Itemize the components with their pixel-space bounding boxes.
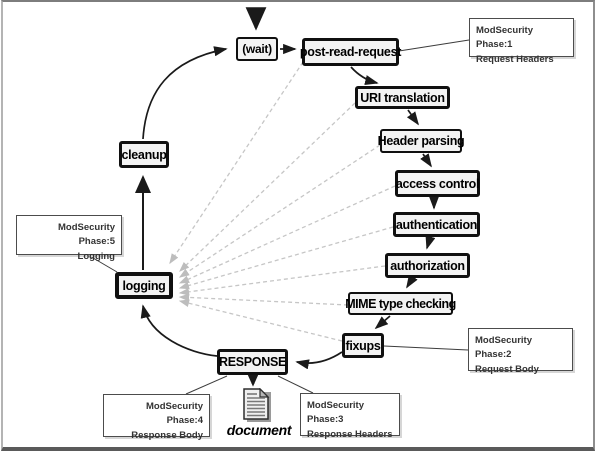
node-header-parsing: Header parsing	[378, 129, 465, 153]
modsecurity-phase5-box: ModSecurity Phase:5 Logging	[16, 215, 122, 262]
phase2-line2: Request Body	[475, 363, 539, 375]
node-authentication: authentication	[393, 212, 480, 237]
modsecurity-phase1-box: ModSecurity Phase:1 Request Headers	[469, 18, 574, 65]
document-label: document	[226, 422, 292, 438]
node-response: RESPONSE	[217, 349, 288, 375]
node-access-control: access control	[395, 170, 480, 197]
phase2-line1: ModSecurity Phase:2	[475, 335, 533, 361]
phase4-line1: ModSecurity Phase:4	[145, 401, 203, 427]
node-cleanup: cleanup	[119, 141, 169, 168]
node-authorization: authorization	[385, 253, 470, 278]
node-uri-translation: URI translation	[355, 86, 450, 109]
modsecurity-phase3-box: ModSecurity Phase:3 Response Headers	[300, 393, 400, 440]
node-fixups: fixups	[342, 333, 384, 358]
phase5-line2: Logging	[77, 250, 115, 262]
node-logging: logging	[115, 272, 173, 299]
phase4-line2: Response Body	[131, 429, 203, 441]
node-post-read-request: post-read-request	[300, 38, 401, 66]
phase1-line1: ModSecurity Phase:1	[476, 25, 534, 51]
document-icon	[243, 388, 271, 422]
modsecurity-phase4-box: ModSecurity Phase:4 Response Body	[103, 394, 210, 441]
node-wait: (wait)	[236, 37, 278, 61]
modsecurity-phase2-box: ModSecurity Phase:2 Request Body	[468, 328, 573, 375]
node-mime-type-checking: MIME type checking	[345, 292, 456, 315]
phase3-line1: ModSecurity Phase:3	[307, 400, 365, 426]
phase1-line2: Request Headers	[476, 53, 554, 65]
phase3-line2: Response Headers	[307, 428, 393, 440]
phase5-line1: ModSecurity Phase:5	[57, 222, 115, 248]
